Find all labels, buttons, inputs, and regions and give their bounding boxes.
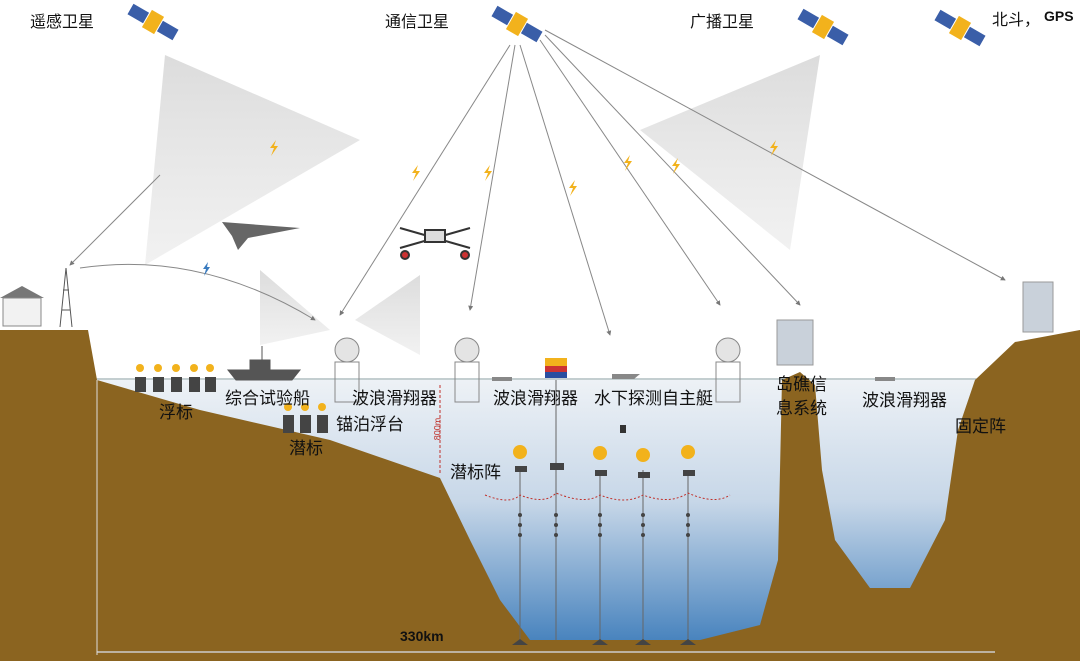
subsurface-buoy-group: [283, 403, 328, 433]
label-wave-glider-2: 波浪滑翔器: [493, 389, 578, 409]
wave-glider-icon: [492, 377, 512, 381]
label-wave-glider-1: 波浪滑翔器: [352, 389, 437, 409]
central-buoy-icon: [545, 358, 567, 378]
mooring-platform-icon: [334, 337, 360, 403]
satellite-beam: [640, 55, 820, 250]
research-ship-icon: [226, 346, 302, 381]
label-beidou: 北斗，: [992, 10, 1041, 29]
auv-underwater-icon: [620, 425, 626, 433]
subsurface-array: [484, 380, 731, 645]
label-fixed-array: 固定阵: [955, 417, 1006, 437]
label-gps: GPS: [1044, 8, 1074, 24]
label-distance: 330km: [400, 628, 444, 644]
label-research-ship: 综合试验船: [225, 389, 310, 409]
fixed-station-icon: [1022, 281, 1054, 333]
label-reef-system-line2: 息系统: [776, 399, 827, 419]
seabed-terrain: [0, 330, 1080, 661]
shore-station-icon: [0, 286, 44, 327]
satellite-beam: [145, 55, 360, 265]
satellite-icon: [934, 9, 986, 47]
radio-tower-icon: [59, 267, 73, 328]
satellite-icon: [491, 5, 543, 43]
label-buoy: 浮标: [159, 403, 193, 423]
lightning-icons: [203, 140, 778, 276]
label-communication-satellite: 通信卫星: [385, 12, 450, 31]
mooring-platform-icon: [715, 337, 741, 403]
reef-station-icon: [776, 319, 814, 366]
label-broadcast-satellite: 广播卫星: [690, 12, 755, 31]
satellite-icon: [797, 8, 849, 46]
label-subsurface-buoy: 潜标: [289, 439, 323, 459]
mooring-platform-icon: [454, 337, 480, 403]
fixed-wing-drone-icon: [222, 222, 300, 250]
label-subsurface-array: 潜标阵: [450, 463, 501, 483]
label-mooring-platform: 锚泊浮台: [336, 415, 404, 435]
label-remote-sensing-satellite: 遥感卫星: [30, 12, 95, 31]
label-depth: 800m: [432, 417, 443, 441]
buoy-group: [135, 364, 216, 392]
auv-icon: [612, 374, 640, 379]
satellite-icon: [127, 3, 179, 41]
label-auv: 水下探测自主艇: [594, 389, 713, 409]
label-reef-system-line1: 岛礁信: [776, 375, 827, 395]
communication-links: [69, 29, 1006, 336]
quadcopter-icon: [399, 227, 471, 260]
label-wave-glider-3: 波浪滑翔器: [862, 391, 947, 411]
relay-beam: [260, 270, 330, 345]
wave-glider-icon: [875, 377, 895, 381]
relay-beam: [355, 275, 420, 355]
